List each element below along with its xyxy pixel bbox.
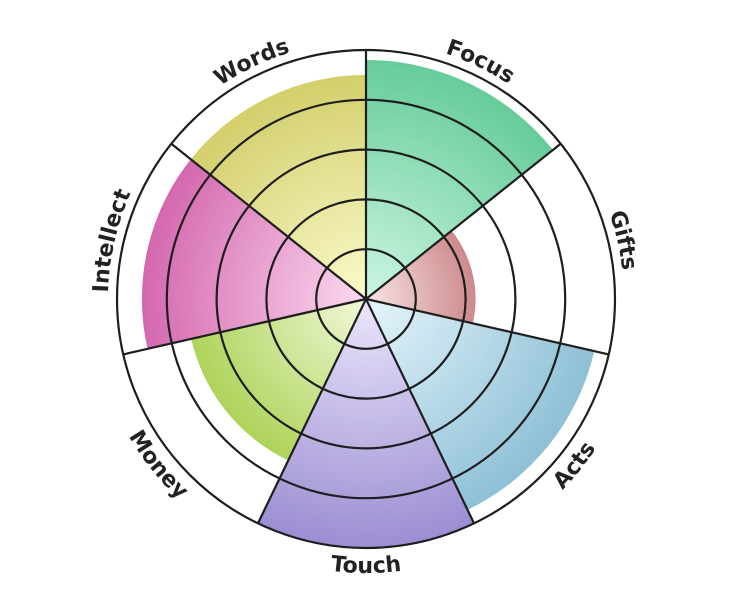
label-intellect: Intellect bbox=[89, 185, 136, 293]
grid-spoke bbox=[256, 298, 367, 524]
grid-spoke bbox=[365, 298, 476, 524]
label-touch: Touch bbox=[330, 552, 403, 579]
label-text: Words bbox=[210, 34, 292, 91]
sector-acts bbox=[366, 299, 595, 510]
label-gifts: Gifts bbox=[604, 208, 642, 272]
sector-money bbox=[191, 299, 366, 461]
sectors bbox=[141, 59, 595, 548]
label-text: Gifts bbox=[604, 208, 642, 272]
sector-touch bbox=[257, 299, 475, 548]
label-words: Words bbox=[210, 34, 292, 91]
grid bbox=[115, 48, 617, 550]
sector-intellect bbox=[141, 159, 366, 349]
label-acts: Acts bbox=[549, 437, 601, 494]
sector-gifts bbox=[366, 230, 476, 324]
label-text: Touch bbox=[330, 552, 403, 579]
grid-spoke bbox=[365, 142, 562, 300]
label-text: Intellect bbox=[89, 185, 136, 293]
label-text: Acts bbox=[549, 437, 601, 494]
grid-spoke bbox=[170, 142, 367, 300]
sector-focus bbox=[366, 59, 553, 300]
sector-words bbox=[190, 74, 366, 300]
grid-spoke bbox=[365, 297, 610, 356]
grid-spoke bbox=[122, 297, 367, 356]
